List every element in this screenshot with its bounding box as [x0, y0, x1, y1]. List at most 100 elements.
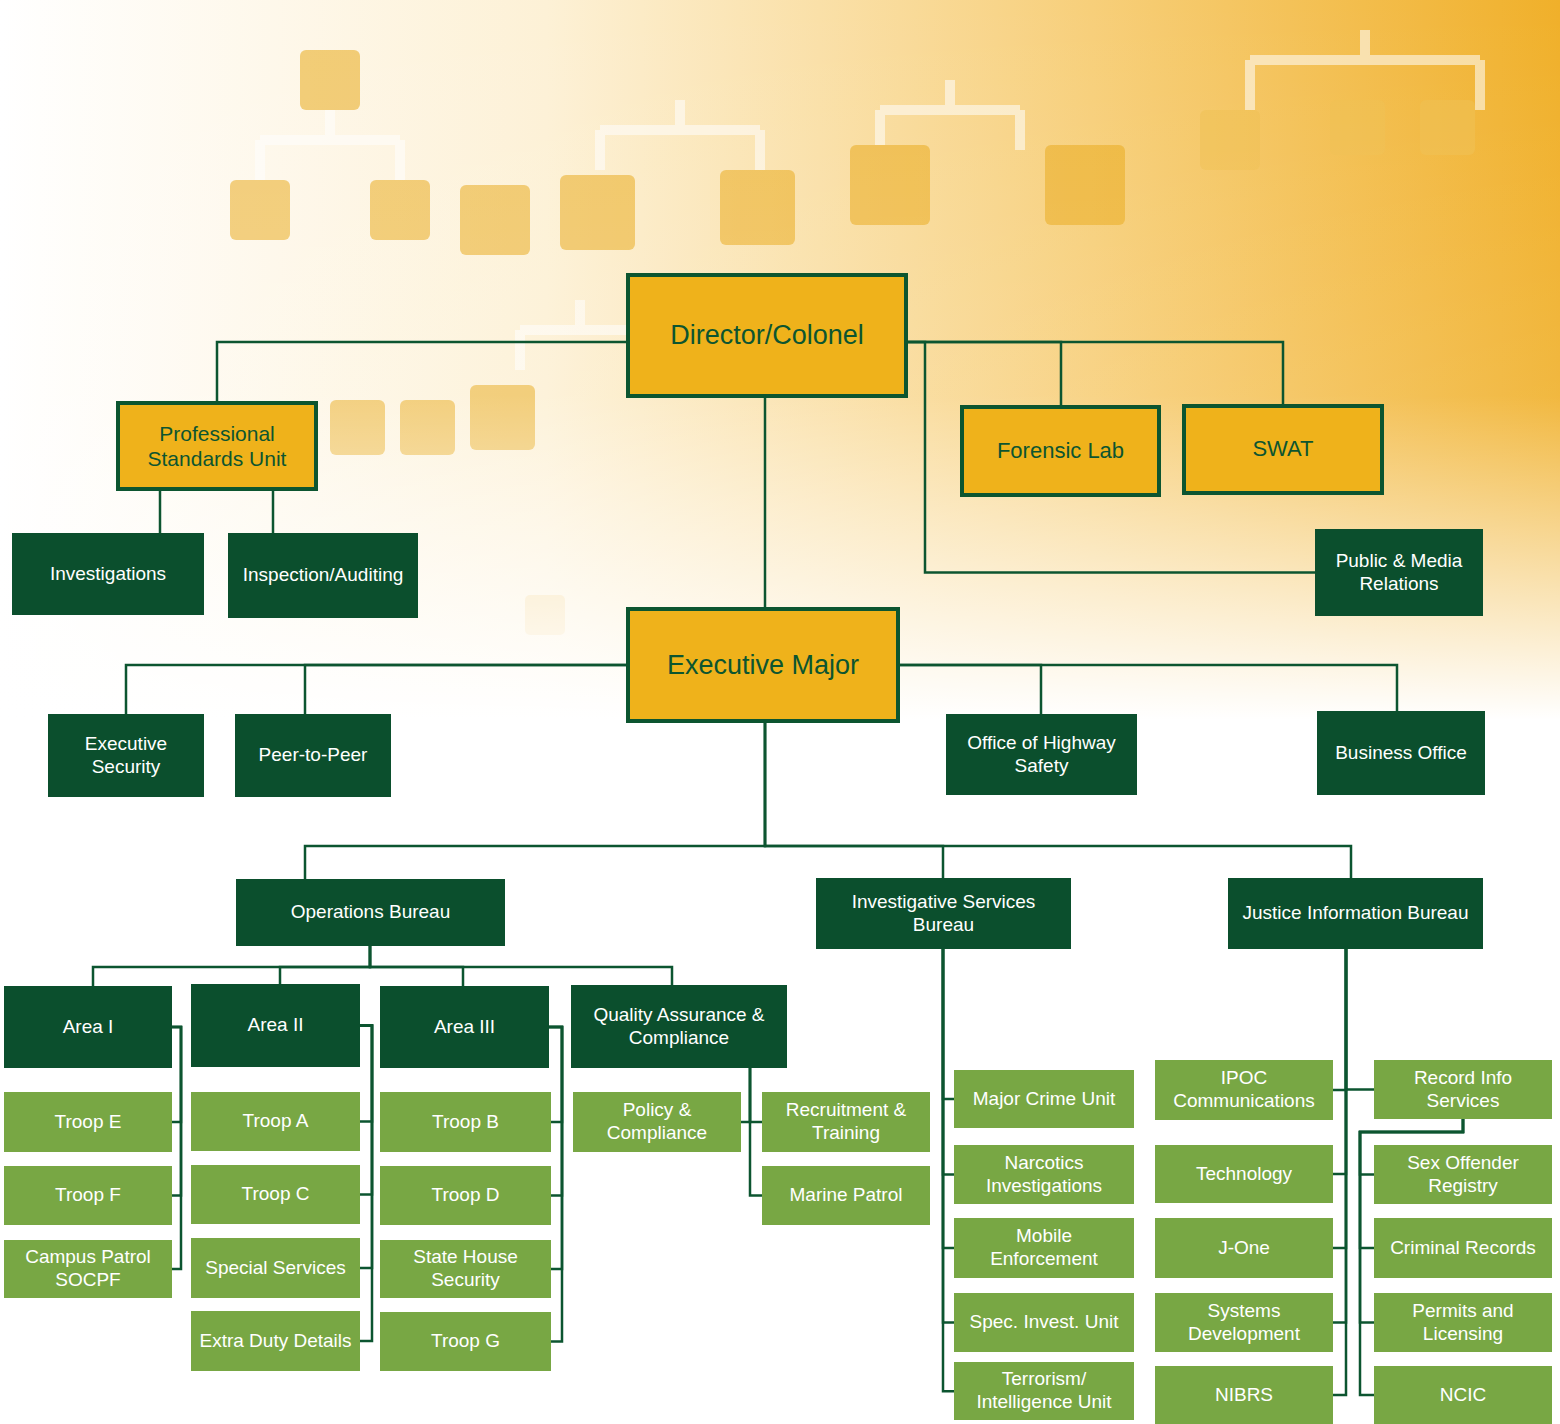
- subunit-box: Major Crime Unit: [954, 1070, 1134, 1128]
- subunit-box: Sex Offender Registry: [1374, 1145, 1552, 1204]
- org-connector: [126, 665, 626, 714]
- org-connector: [750, 1068, 762, 1196]
- box-label: Office of Highway Safety: [952, 732, 1131, 778]
- unit-box: Investigations: [12, 533, 204, 615]
- box-label: J-One: [1161, 1237, 1327, 1260]
- org-connector: [217, 342, 626, 401]
- box-label: Investigations: [18, 563, 198, 586]
- subunit-box: Troop E: [4, 1092, 172, 1152]
- box-label: Narcotics Investigations: [960, 1152, 1128, 1198]
- box-label: Executive Security: [54, 733, 198, 779]
- box-label: Troop D: [386, 1184, 545, 1207]
- box-label: Record Info Services: [1380, 1067, 1546, 1113]
- box-label: Troop B: [386, 1111, 545, 1134]
- subunit-box: Troop G: [380, 1312, 551, 1371]
- org-connector: [900, 665, 1397, 711]
- box-label: Permits and Licensing: [1380, 1300, 1546, 1346]
- box-label: Investigative Services Bureau: [822, 891, 1065, 937]
- unit-box: Business Office: [1317, 711, 1485, 795]
- org-connector: [272, 491, 275, 533]
- subunit-box: Record Info Services: [1374, 1060, 1552, 1119]
- org-connector: [900, 665, 1041, 714]
- subunit-box: Campus Patrol SOCPF: [4, 1240, 172, 1298]
- org-connector: [1346, 949, 1374, 1090]
- org-connector: [943, 949, 954, 1323]
- unit-box: Executive Security: [48, 714, 204, 797]
- subunit-box: NIBRS: [1155, 1366, 1333, 1424]
- org-connector: [360, 1026, 372, 1342]
- org-connector: [93, 946, 370, 986]
- box-label: SWAT: [1192, 436, 1374, 462]
- box-label: Troop F: [10, 1184, 166, 1207]
- box-label: IPOC Communications: [1161, 1067, 1327, 1113]
- box-label: Policy & Compliance: [579, 1099, 735, 1145]
- box-label: Marine Patrol: [768, 1184, 924, 1207]
- subunit-box: IPOC Communications: [1155, 1060, 1333, 1120]
- org-connector: [172, 1027, 181, 1122]
- org-connector: [943, 949, 954, 1175]
- box-label: Justice Information Bureau: [1234, 902, 1477, 925]
- org-connector: [1333, 949, 1346, 1174]
- org-connector: [172, 1027, 181, 1196]
- box-label: Area III: [386, 1016, 543, 1039]
- org-connector: [764, 398, 767, 607]
- subunit-box: Permits and Licensing: [1374, 1293, 1552, 1352]
- box-label: Technology: [1161, 1163, 1327, 1186]
- box-label: Professional Standards Unit: [126, 421, 308, 471]
- box-label: Major Crime Unit: [960, 1088, 1128, 1111]
- org-connector: [1333, 949, 1346, 1248]
- org-connector: [360, 1026, 372, 1195]
- box-label: Systems Development: [1161, 1300, 1327, 1346]
- org-connector: [360, 1026, 372, 1269]
- command-box: Professional Standards Unit: [116, 401, 318, 491]
- subunit-box: Troop B: [380, 1092, 551, 1152]
- box-label: Executive Major: [636, 649, 890, 681]
- org-connector: [750, 1068, 762, 1122]
- unit-box: Public & Media Relations: [1315, 529, 1483, 616]
- box-label: Business Office: [1323, 742, 1479, 765]
- unit-box: Area III: [380, 986, 549, 1068]
- org-connector: [908, 342, 1061, 405]
- box-label: Sex Offender Registry: [1380, 1152, 1546, 1198]
- box-label: Mobile Enforcement: [960, 1225, 1128, 1271]
- org-connector: [765, 723, 943, 878]
- subunit-box: NCIC: [1374, 1366, 1552, 1424]
- box-label: Extra Duty Details: [197, 1330, 354, 1353]
- subunit-box: Criminal Records: [1374, 1218, 1552, 1278]
- box-label: Recruitment & Training: [768, 1099, 924, 1145]
- subunit-box: Special Services: [191, 1238, 360, 1298]
- box-label: Operations Bureau: [242, 901, 499, 924]
- subunit-box: J-One: [1155, 1218, 1333, 1278]
- org-connector: [305, 665, 626, 714]
- box-label: Peer-to-Peer: [241, 744, 385, 767]
- org-connector: [765, 723, 1351, 878]
- unit-box: Operations Bureau: [236, 879, 505, 946]
- box-label: Public & Media Relations: [1321, 550, 1477, 596]
- unit-box: Inspection/Auditing: [228, 533, 418, 618]
- subunit-box: Troop C: [191, 1165, 360, 1224]
- box-label: Troop C: [197, 1183, 354, 1206]
- subunit-box: Systems Development: [1155, 1293, 1333, 1352]
- subunit-box: Troop A: [191, 1092, 360, 1151]
- box-label: Area I: [10, 1016, 166, 1039]
- box-label: Terrorism/ Intelligence Unit: [960, 1368, 1128, 1414]
- subunit-box: Terrorism/ Intelligence Unit: [954, 1362, 1134, 1420]
- subunit-box: Marine Patrol: [762, 1166, 930, 1225]
- command-box: Forensic Lab: [960, 405, 1161, 497]
- org-connector: [908, 342, 1283, 404]
- org-connector: [943, 949, 954, 1248]
- box-label: Criminal Records: [1380, 1237, 1546, 1260]
- subunit-box: Troop D: [380, 1166, 551, 1225]
- unit-box: Area I: [4, 986, 172, 1068]
- unit-box: Investigative Services Bureau: [816, 878, 1071, 949]
- command-box: Director/Colonel: [626, 273, 908, 398]
- subunit-box: Policy & Compliance: [573, 1092, 741, 1152]
- box-label: NCIC: [1380, 1384, 1546, 1407]
- subunit-box: Extra Duty Details: [191, 1311, 360, 1371]
- subunit-box: Spec. Invest. Unit: [954, 1293, 1134, 1352]
- subunit-box: Mobile Enforcement: [954, 1218, 1134, 1278]
- command-box: SWAT: [1182, 404, 1384, 495]
- box-label: Director/Colonel: [636, 319, 898, 351]
- org-connector: [172, 1027, 181, 1269]
- unit-box: Justice Information Bureau: [1228, 878, 1483, 949]
